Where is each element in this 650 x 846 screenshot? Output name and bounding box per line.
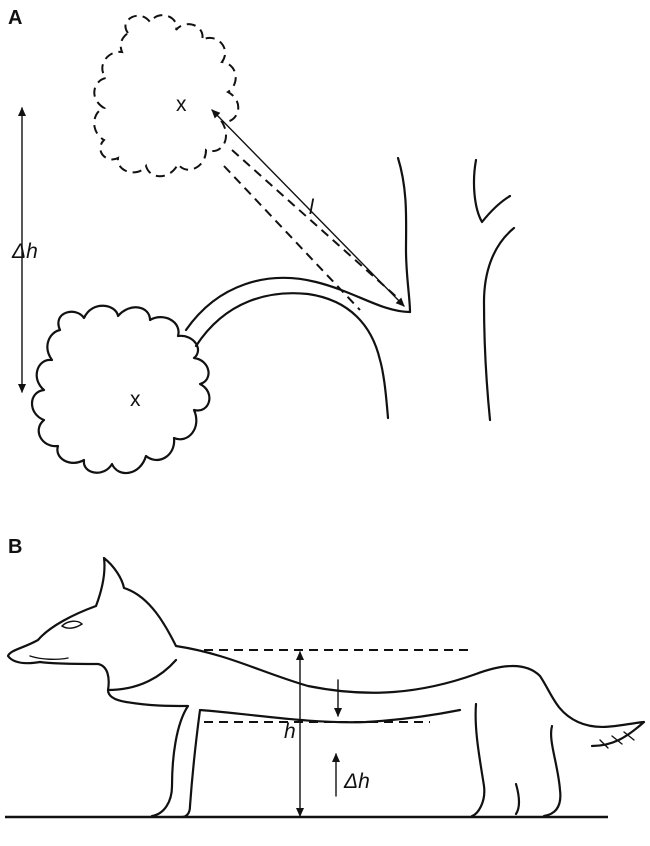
displaced-branch-upper-edge	[232, 150, 400, 300]
panel-a-label: A	[8, 7, 22, 29]
panel-b-label: B	[8, 536, 22, 558]
displaced-crown-center-mark: x	[176, 93, 187, 116]
displaced-branch-lower-edge	[224, 166, 360, 310]
delta-h-label: Δh	[11, 240, 38, 263]
branch-lower-edge	[196, 293, 388, 418]
animal-outline	[8, 558, 644, 817]
crown-outline	[32, 306, 209, 473]
distance-label: l	[309, 196, 315, 219]
trunk-left-edge	[398, 158, 410, 312]
panel-a: A x x Δh l	[8, 7, 514, 473]
trunk-right-edge	[474, 160, 514, 420]
crown-center-mark: x	[130, 388, 141, 411]
branch-upper-edge	[186, 278, 410, 330]
distance-arrow	[212, 110, 404, 306]
eye	[62, 621, 82, 628]
displaced-crown-outline	[94, 15, 238, 176]
panel-b: B h Δh	[5, 536, 644, 817]
height-label: h	[284, 720, 296, 743]
mouth	[30, 656, 68, 659]
panel-b-delta-h-label: Δh	[343, 770, 370, 793]
